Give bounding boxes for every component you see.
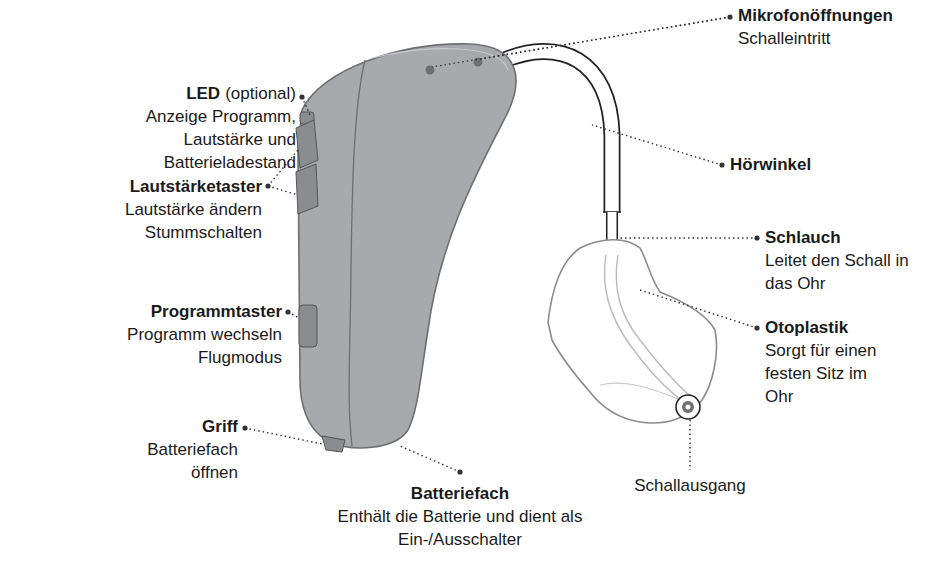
part-name: Hörwinkel: [730, 153, 811, 176]
hearing-aid-body: [298, 44, 516, 452]
part-description: Programm wechseln: [127, 323, 282, 346]
part-description: Flugmodus: [198, 346, 282, 369]
part-description: Sorgt für einen festen Sitz im Ohr: [765, 339, 893, 408]
part-name: Programmtaster: [151, 300, 282, 323]
part-description: Stummschalten: [145, 221, 262, 244]
buttons: [296, 112, 318, 347]
leader-dots: [242, 14, 759, 474]
earmold: [548, 240, 717, 423]
ear-hook: [500, 51, 621, 212]
part-description: Leitet den Schall in das Ohr: [765, 249, 915, 295]
part-name: Mikrofonöffnungen: [738, 4, 893, 27]
part-description: Batteriefach öffnen: [128, 438, 238, 484]
part-name: LED: [186, 82, 220, 105]
part-description: (optional): [225, 82, 296, 105]
part-description: Schallausgang: [610, 474, 770, 497]
part-description: Anzeige Programm, Lautstärke und Batteri…: [131, 105, 296, 174]
part-name: Griff: [202, 415, 238, 438]
part-description: Schalleintritt: [738, 27, 831, 50]
part-name: Batteriefach: [310, 482, 610, 505]
part-name: Otoplastik: [765, 316, 848, 339]
leader-lines: [245, 17, 757, 472]
part-name: Schlauch: [765, 226, 841, 249]
part-name: Lautstärketaster: [130, 175, 262, 198]
part-description: Lautstärke ändern: [125, 198, 262, 221]
part-description: Enthält die Batterie und dient als Ein-/…: [310, 505, 610, 551]
